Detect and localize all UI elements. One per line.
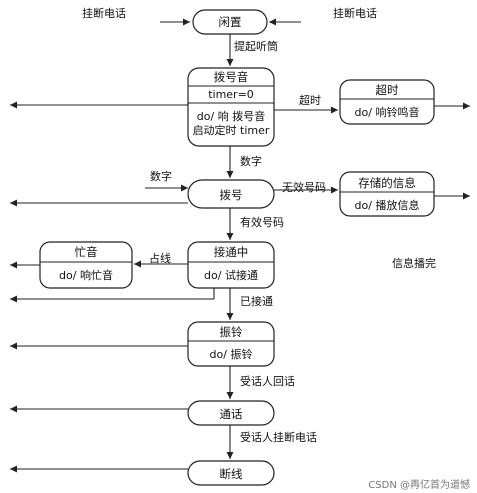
state-stored-message: 存储的信息 do/ 播放信息 [339,171,435,217]
label-connected: 已接通 [240,295,273,308]
watermark: CSDN @再亿首为道憾 [368,478,470,491]
svg-text:do/ 振铃: do/ 振铃 [210,347,253,361]
state-dialtone: 拨号音 timer=0 do/ 响 拨号音 启动定时 timer [187,67,275,147]
svg-text:do/ 试接通: do/ 试接通 [204,269,258,282]
svg-text:忙音: 忙音 [75,245,98,259]
label-answer: 受话人回话 [240,375,295,388]
label-valid: 有效号码 [240,215,284,229]
svg-text:超时: 超时 [376,83,399,97]
svg-text:启动定时 timer: 启动定时 timer [193,123,270,137]
svg-text:振铃: 振铃 [220,325,243,339]
label-timeout: 超时 [299,93,321,107]
hangup-label-right: 挂断电话 [333,6,377,20]
state-timeout: 超时 do/ 响铃鸣音 [339,79,435,125]
svg-text:存储的信息: 存储的信息 [358,176,416,190]
svg-text:do/ 响铃鸣音: do/ 响铃鸣音 [355,105,420,119]
label-offhook: 提起听筒 [234,39,278,53]
state-disconnect: 断线 [187,460,275,486]
svg-text:断线: 断线 [220,467,243,481]
label-digit-2: 数字 [150,169,172,183]
svg-text:do/ 响 拨号音: do/ 响 拨号音 [197,109,265,123]
label-callee-hangup: 受话人挂断电话 [240,430,317,444]
label-digit-1: 数字 [240,154,262,168]
svg-text:do/ 播放信息: do/ 播放信息 [355,198,420,212]
svg-text:timer=0: timer=0 [208,88,254,101]
state-idle: 闲置 [192,9,268,35]
svg-text:通话: 通话 [220,407,243,421]
svg-text:拨号: 拨号 [220,188,243,202]
hangup-label-left: 挂断电话 [82,6,126,20]
state-dialing: 拨号 [187,179,275,209]
label-busy: 占线 [149,251,171,265]
state-talking: 通话 [187,400,275,426]
svg-text:闲置: 闲置 [219,15,242,29]
state-connecting: 接通中 do/ 试接通 [187,241,275,289]
svg-text:do/ 响忙音: do/ 响忙音 [59,268,113,282]
state-ringing: 振铃 do/ 振铃 [187,321,275,367]
svg-text:接通中: 接通中 [214,245,249,259]
state-busy: 忙音 do/ 响忙音 [39,241,133,289]
svg-text:拨号音: 拨号音 [214,70,249,84]
label-message-done: 信息播完 [392,256,436,270]
label-invalid: 无效号码 [282,180,326,194]
